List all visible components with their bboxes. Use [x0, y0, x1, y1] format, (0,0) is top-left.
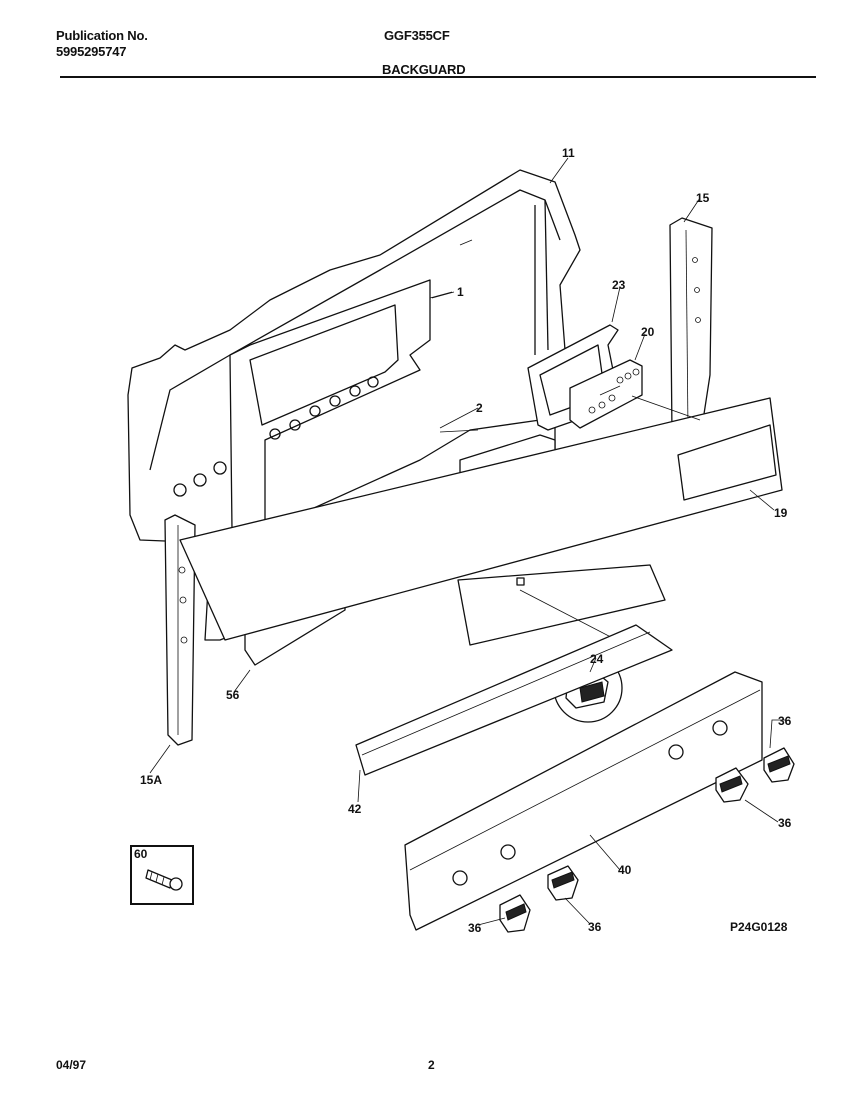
knob-3	[715, 767, 749, 803]
callout-2: 2	[476, 401, 483, 415]
callout-36-center: 36	[588, 920, 602, 934]
callout-42: 42	[348, 802, 362, 816]
callout-36-right-top: 36	[778, 714, 792, 728]
callout-56: 56	[226, 688, 240, 702]
control-board	[569, 359, 643, 429]
knob-1	[499, 894, 531, 933]
header-rule	[60, 76, 816, 78]
callout-40: 40	[618, 863, 632, 877]
model-number: GGF355CF	[384, 28, 450, 43]
knob-4	[763, 747, 795, 783]
callout-24: 24	[590, 652, 604, 666]
callout-19: 19	[774, 506, 788, 520]
figure-code: P24G0128	[730, 920, 788, 934]
left-side-bracket	[164, 514, 196, 746]
manifold-panel	[404, 671, 763, 931]
front-control-panel	[179, 395, 783, 641]
knob-2	[547, 865, 579, 901]
inner-backguard-panel	[229, 279, 453, 551]
publication-number: 5995295747	[56, 44, 127, 59]
leader-lines	[149, 157, 786, 926]
right-side-bracket	[669, 217, 713, 446]
footer-date: 04/97	[56, 1058, 87, 1072]
trim-strip	[355, 624, 673, 776]
callout-15: 15	[696, 191, 710, 205]
callout-23: 23	[612, 278, 626, 292]
callout-15a: 15A	[140, 773, 163, 787]
callout-1: 1	[457, 285, 464, 299]
screw-inset-frame	[130, 845, 194, 905]
page-number: 2	[428, 1058, 435, 1072]
publication-label: Publication No.	[56, 28, 148, 43]
callout-20: 20	[641, 325, 655, 339]
screw-icon	[145, 869, 183, 891]
section-title: BACKGUARD	[382, 62, 466, 77]
callout-60: 60	[134, 847, 148, 861]
callout-36-right: 36	[778, 816, 792, 830]
callout-36-left: 36	[468, 921, 482, 935]
callout-11: 11	[562, 146, 575, 160]
